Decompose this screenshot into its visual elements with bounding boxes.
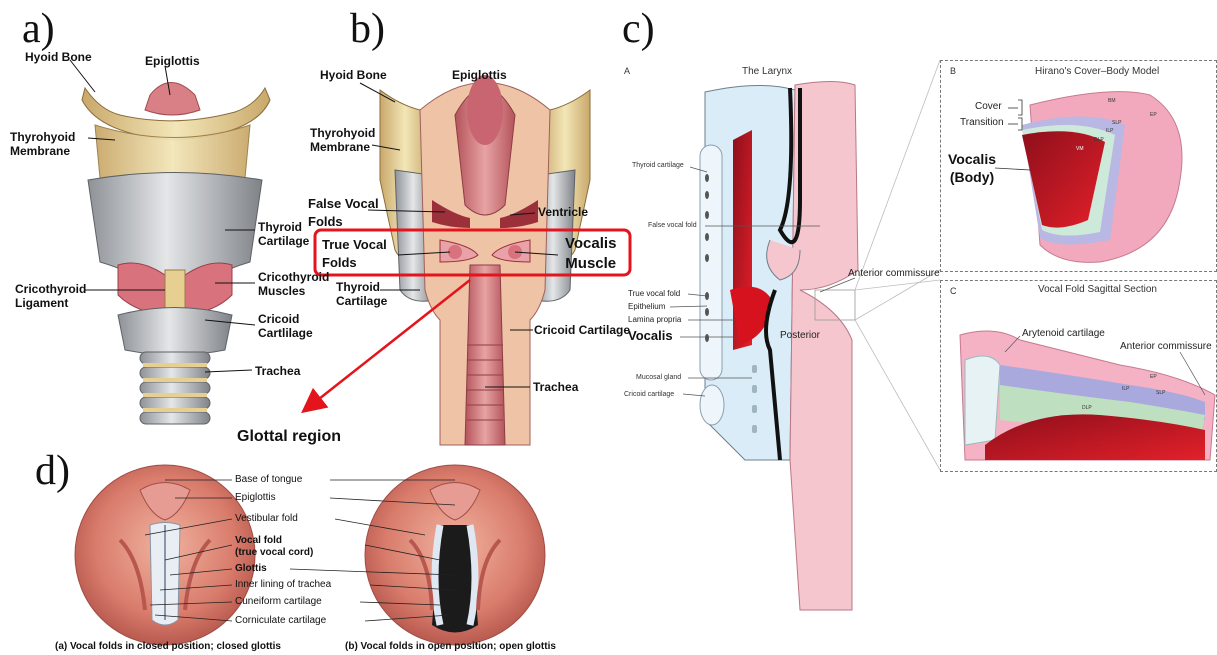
a-hyoid-bone-label: Hyoid Bone	[25, 50, 92, 64]
d-inner-lining-label: Inner lining of trachea	[235, 579, 331, 590]
c-a-anterior-commissure-label: Anterior commissure	[848, 268, 940, 279]
b-hyoid-bone-label: Hyoid Bone	[320, 68, 387, 82]
a-thyroid-cartilage-label: Thyroid Cartilage	[258, 220, 309, 248]
c-c-dlp-label: DLP	[1082, 405, 1092, 411]
panel-c-c-frame	[940, 280, 1217, 472]
c-a-false-vocal-fold-label: False vocal fold	[648, 222, 697, 229]
panel-a-letter: a)	[22, 8, 55, 50]
c-c-slp-label: SLP	[1156, 390, 1165, 396]
panel-d-letter: d)	[35, 450, 70, 492]
c-a-thyroid-cartilage-label: Thyroid cartilage	[632, 162, 684, 169]
b-false-vocal-folds-label: False Vocal Folds	[308, 195, 379, 231]
c-a-posterior-label: Posterior	[780, 330, 820, 341]
b-thyroid-cartilage-label: Thyroid Cartilage	[336, 280, 387, 308]
a-trachea-label: Trachea	[255, 364, 300, 378]
c-a-lamina-propria-label: Lamina propria	[628, 315, 681, 324]
c-c-title: Vocal Fold Sagittal Section	[1038, 284, 1157, 295]
d-base-of-tongue-label: Base of tongue	[235, 474, 302, 485]
d-corniculate-label: Corniculate cartilage	[235, 615, 326, 626]
c-b-ep-label: EP	[1150, 112, 1157, 118]
c-b-vocalis-body-label: Vocalis (Body)	[948, 150, 996, 186]
b-ventricle-label: Ventricle	[538, 205, 588, 219]
c-b-transition-label: Transition	[960, 117, 1004, 128]
c-a-epithelium-label: Epithelium	[628, 302, 665, 311]
c-c-arytenoid-label: Arytenoid cartilage	[1022, 328, 1105, 339]
panel-b-letter: b)	[350, 8, 385, 50]
c-b-bm-label: BM	[1108, 98, 1116, 104]
b-trachea-label: Trachea	[533, 380, 578, 394]
a-cricothyroid-ligament-label: Cricothyroid Ligament	[15, 282, 86, 310]
c-a-title: The Larynx	[742, 66, 792, 77]
c-b-vm-label: VM	[1076, 146, 1084, 152]
b-epiglottis-label: Epiglottis	[452, 68, 507, 82]
panel-c-letter: c)	[622, 8, 655, 50]
b-cricoid-cartilage-label: Cricoid Cartilage	[534, 323, 630, 337]
c-a-tag: A	[624, 66, 630, 76]
a-thyrohyoid-membrane-label: Thyrohyoid Membrane	[10, 130, 75, 158]
c-b-ilp-label: ILP	[1106, 128, 1114, 134]
c-a-vocalis-label: Vocalis	[628, 328, 673, 343]
d-vocal-fold-label: Vocal fold (true vocal cord)	[235, 535, 313, 559]
c-c-anterior-commissure-label: Anterior commissure	[1120, 341, 1212, 352]
b-true-vocal-folds-label: True Vocal Folds	[322, 236, 387, 272]
d-cuneiform-label: Cuneiform cartilage	[235, 596, 322, 607]
c-c-ep-label: EP	[1150, 374, 1157, 380]
b-vocalis-muscle-label: Vocalis Muscle	[565, 234, 616, 274]
c-c-tag: C	[950, 286, 957, 296]
c-a-true-vocal-fold-label: True vocal fold	[628, 289, 680, 298]
c-a-mucosal-gland-label: Mucosal gland	[636, 374, 681, 381]
panel-a-artwork	[70, 60, 270, 424]
b-thyrohyoid-membrane-label: Thyrohyoid Membrane	[310, 126, 375, 154]
a-cricothyroid-muscles-label: Cricothyroid Muscles	[258, 270, 329, 298]
a-cricoid-cartilage-label: Cricoid Cartlilage	[258, 312, 313, 340]
d-caption-open: (b) Vocal folds in open position; open g…	[345, 641, 556, 652]
c-b-slp-label: SLP	[1112, 120, 1121, 126]
glottal-region-label: Glottal region	[237, 428, 341, 446]
d-glottis-label: Glottis	[235, 563, 267, 574]
c-b-tag: B	[950, 66, 956, 76]
c-c-ilp-label: ILP	[1122, 386, 1130, 392]
a-epiglottis-label: Epiglottis	[145, 54, 200, 68]
d-caption-closed: (a) Vocal folds in closed position; clos…	[55, 641, 281, 652]
c-b-title: Hirano's Cover–Body Model	[1035, 66, 1159, 77]
d-epiglottis-label: Epiglottis	[235, 492, 276, 503]
d-vestibular-fold-label: Vestibular fold	[235, 513, 298, 524]
c-b-dlp-label: DLP	[1094, 137, 1104, 143]
c-a-cricoid-cartilage-label: Cricoid cartilage	[624, 391, 674, 398]
c-b-cover-label: Cover	[975, 101, 1002, 112]
